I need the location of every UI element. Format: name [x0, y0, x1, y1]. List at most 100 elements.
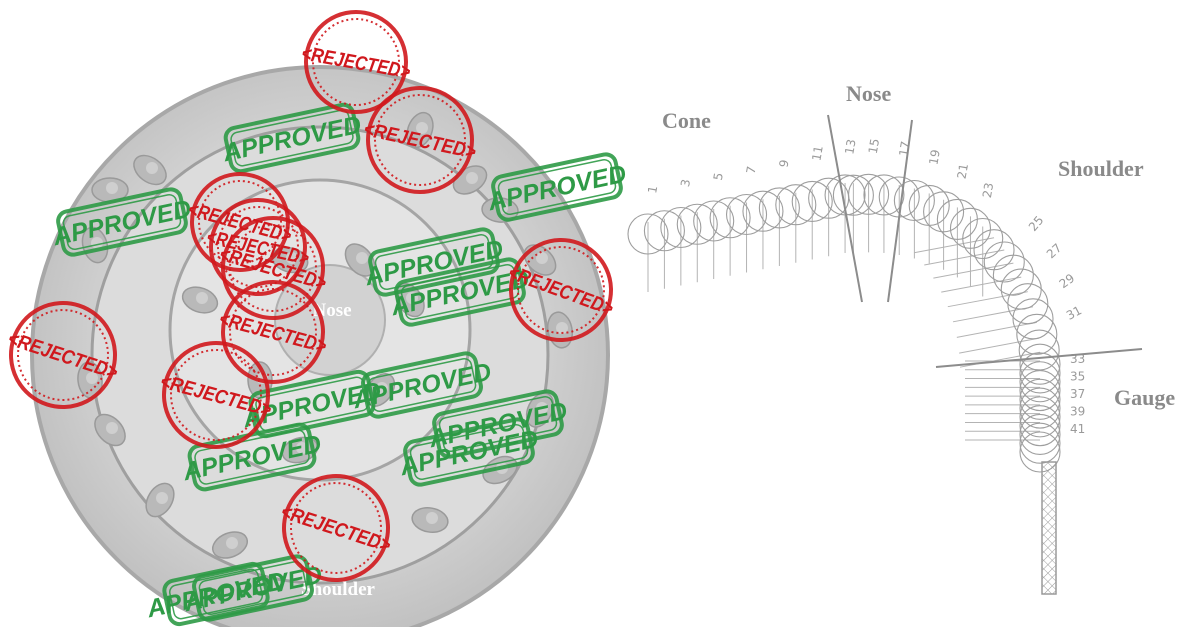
rejected-stamp-outer-ring [209, 198, 307, 296]
rejected-stamp-inner-ring [198, 180, 282, 264]
cutter-number: 19 [926, 148, 942, 165]
rejected-stamp-outer-ring [221, 216, 325, 320]
cutter-number: 3 [678, 178, 693, 188]
cutter-number: 27 [1044, 241, 1065, 262]
cutter-circle [848, 173, 890, 215]
cutter-insert-face [156, 492, 168, 504]
nose-shoulder-divider [887, 119, 913, 303]
zone-label-gauge: Gauge [1114, 385, 1175, 410]
cutter-number: 39 [1070, 405, 1085, 419]
cutter-leader-line [959, 337, 1040, 354]
cutter-circle [1019, 405, 1061, 447]
cutter-circle [660, 206, 702, 249]
cutter-circle [627, 213, 669, 255]
cutter-number: 17 [896, 140, 912, 157]
cutter-leader-line [941, 276, 1022, 293]
zone-label-shoulder: Shoulder [1058, 156, 1144, 181]
cutter-number: 37 [1070, 387, 1085, 401]
cutter-number: 15 [866, 137, 882, 154]
approved-stamp-inner-frame [194, 429, 310, 485]
cutter-circle [1019, 422, 1061, 464]
cutter-insert-face [376, 382, 388, 394]
cutter-number: 5 [711, 172, 726, 182]
approved-stamp-inner-frame [62, 193, 182, 251]
approved-stamp-frame [223, 102, 361, 174]
cutter-insert-face [106, 422, 118, 434]
cutter-circle [791, 180, 833, 223]
cutter-circle [983, 241, 1025, 283]
cutter-circle [775, 184, 817, 226]
cutter-insert-face [536, 402, 548, 414]
cutter-circle [725, 193, 768, 236]
approved-stamp-frame [394, 257, 526, 327]
cutter-circle [1019, 378, 1061, 420]
profile-lines [647, 182, 1041, 441]
approved-stamp-inner-frame [374, 233, 494, 291]
cutter-circles [627, 173, 1061, 473]
approved-stamp-inner-frame [400, 263, 520, 321]
cutter-insert-face [106, 182, 118, 194]
approved-stamp-frame [162, 561, 270, 627]
cutter-leader-line [924, 249, 1005, 266]
cutter-circle [1019, 361, 1061, 403]
cutter-leader-line [956, 321, 1037, 338]
cone-nose-divider [827, 114, 863, 303]
cutter-circle [1019, 431, 1061, 473]
approved-stamp-frame [368, 227, 500, 297]
cutter-insert-face [466, 172, 478, 184]
cutter-circle [676, 203, 718, 245]
cutter-circle [1007, 283, 1049, 325]
cutter-insert-face [556, 322, 568, 334]
cutter-circle [1019, 413, 1061, 455]
cutter-insert-face [416, 122, 428, 134]
cutter-circle [1019, 343, 1061, 385]
cutter-circle [923, 191, 965, 233]
zone-label-nose: Nose [846, 81, 891, 106]
rejected-stamp-outer-ring [282, 474, 390, 582]
cutter-circle [832, 174, 874, 216]
cutter-circle [1019, 396, 1061, 438]
cutter-circle [973, 229, 1015, 271]
approved-stamp-inner-frame [230, 109, 354, 167]
shoulder-gauge-divider [935, 348, 1143, 368]
rejected-stamp-inner-ring [312, 18, 400, 106]
cutter-circle [1016, 313, 1058, 355]
rejected-stamp-outer-ring [366, 86, 474, 194]
approved-stamp-frame [491, 152, 623, 222]
approved-stamp-frame [361, 351, 483, 419]
cutter-leader-line [947, 291, 1028, 308]
cutter-circle [962, 217, 1004, 260]
cutter-number: 11 [809, 145, 825, 162]
cutter-number: 7 [744, 165, 759, 175]
rejected-stamp-outer-ring [9, 301, 117, 409]
cutter-insert-face [356, 252, 368, 264]
cutter-insert-face [536, 252, 548, 264]
cutter-circle [1019, 352, 1061, 394]
cutter-insert-face [146, 162, 158, 174]
cutter-number: 1 [645, 185, 660, 195]
cutter-circle [643, 210, 685, 252]
cutter-circle [1019, 369, 1061, 412]
cutter-number: 13 [842, 138, 858, 155]
rejected-stamp-outer-ring [221, 280, 325, 384]
cutter-number: 29 [1057, 271, 1078, 291]
cutter-circle [758, 187, 800, 229]
cutter-circle [824, 174, 866, 216]
cutter-number: 21 [955, 162, 971, 179]
cutter-circle [949, 207, 992, 249]
cutter-circle [992, 254, 1034, 296]
cutter-number: 25 [1026, 213, 1047, 234]
cutter-leader-line [913, 237, 995, 254]
bit-cutters [77, 111, 574, 559]
cutter-circle [1012, 298, 1054, 340]
cutter-insert-face [426, 512, 438, 524]
cutter-circle [693, 200, 735, 242]
cutter-circle [709, 197, 751, 239]
rejected-stamp-inner-ring [374, 94, 466, 186]
approved-stamp-frame [248, 369, 376, 439]
approved-stamp-inner-frame [169, 568, 263, 620]
cutter-circle [863, 174, 905, 216]
cutter-circle [742, 190, 784, 232]
